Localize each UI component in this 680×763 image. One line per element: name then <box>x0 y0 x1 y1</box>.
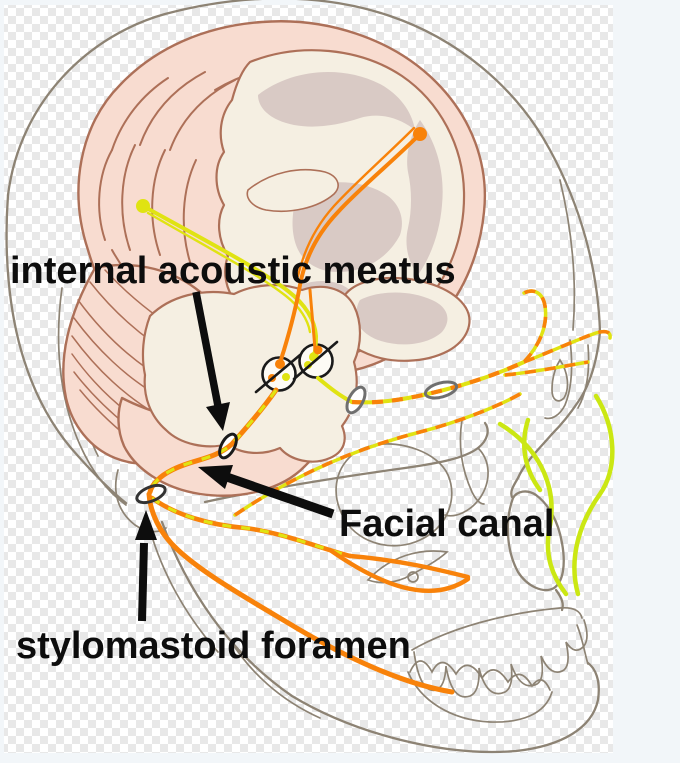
facial-canal-nerve <box>147 387 353 559</box>
stylomastoid-foramen-opening <box>135 483 167 505</box>
upper-motor-neuron-orange <box>268 126 427 382</box>
internal-acoustic-meatus-opening <box>218 432 238 460</box>
arrow-stylomastoid-foramen <box>135 510 157 622</box>
pons-exit-opening <box>345 385 367 415</box>
label-internal-acoustic-meatus: internal acoustic meatus <box>10 250 456 292</box>
petrosal-canal-opening <box>423 380 459 400</box>
petrosal-branches <box>233 289 612 517</box>
canvas-margin-bottom <box>0 753 680 763</box>
terminal-facial-branches <box>497 393 615 597</box>
canvas-margin-right <box>613 0 680 763</box>
parotid-branches <box>146 491 471 695</box>
label-stylomastoid-foramen: stylomastoid foramen <box>16 625 411 667</box>
nuclei-diagonal-lines <box>254 340 339 394</box>
temporal-lobe-pole <box>336 276 471 362</box>
arrow-internal-acoustic-meatus <box>192 291 230 431</box>
label-facial-canal: Facial canal <box>339 503 555 545</box>
canvas-margin-left <box>0 0 4 763</box>
arrow-facial-canal <box>198 465 335 519</box>
